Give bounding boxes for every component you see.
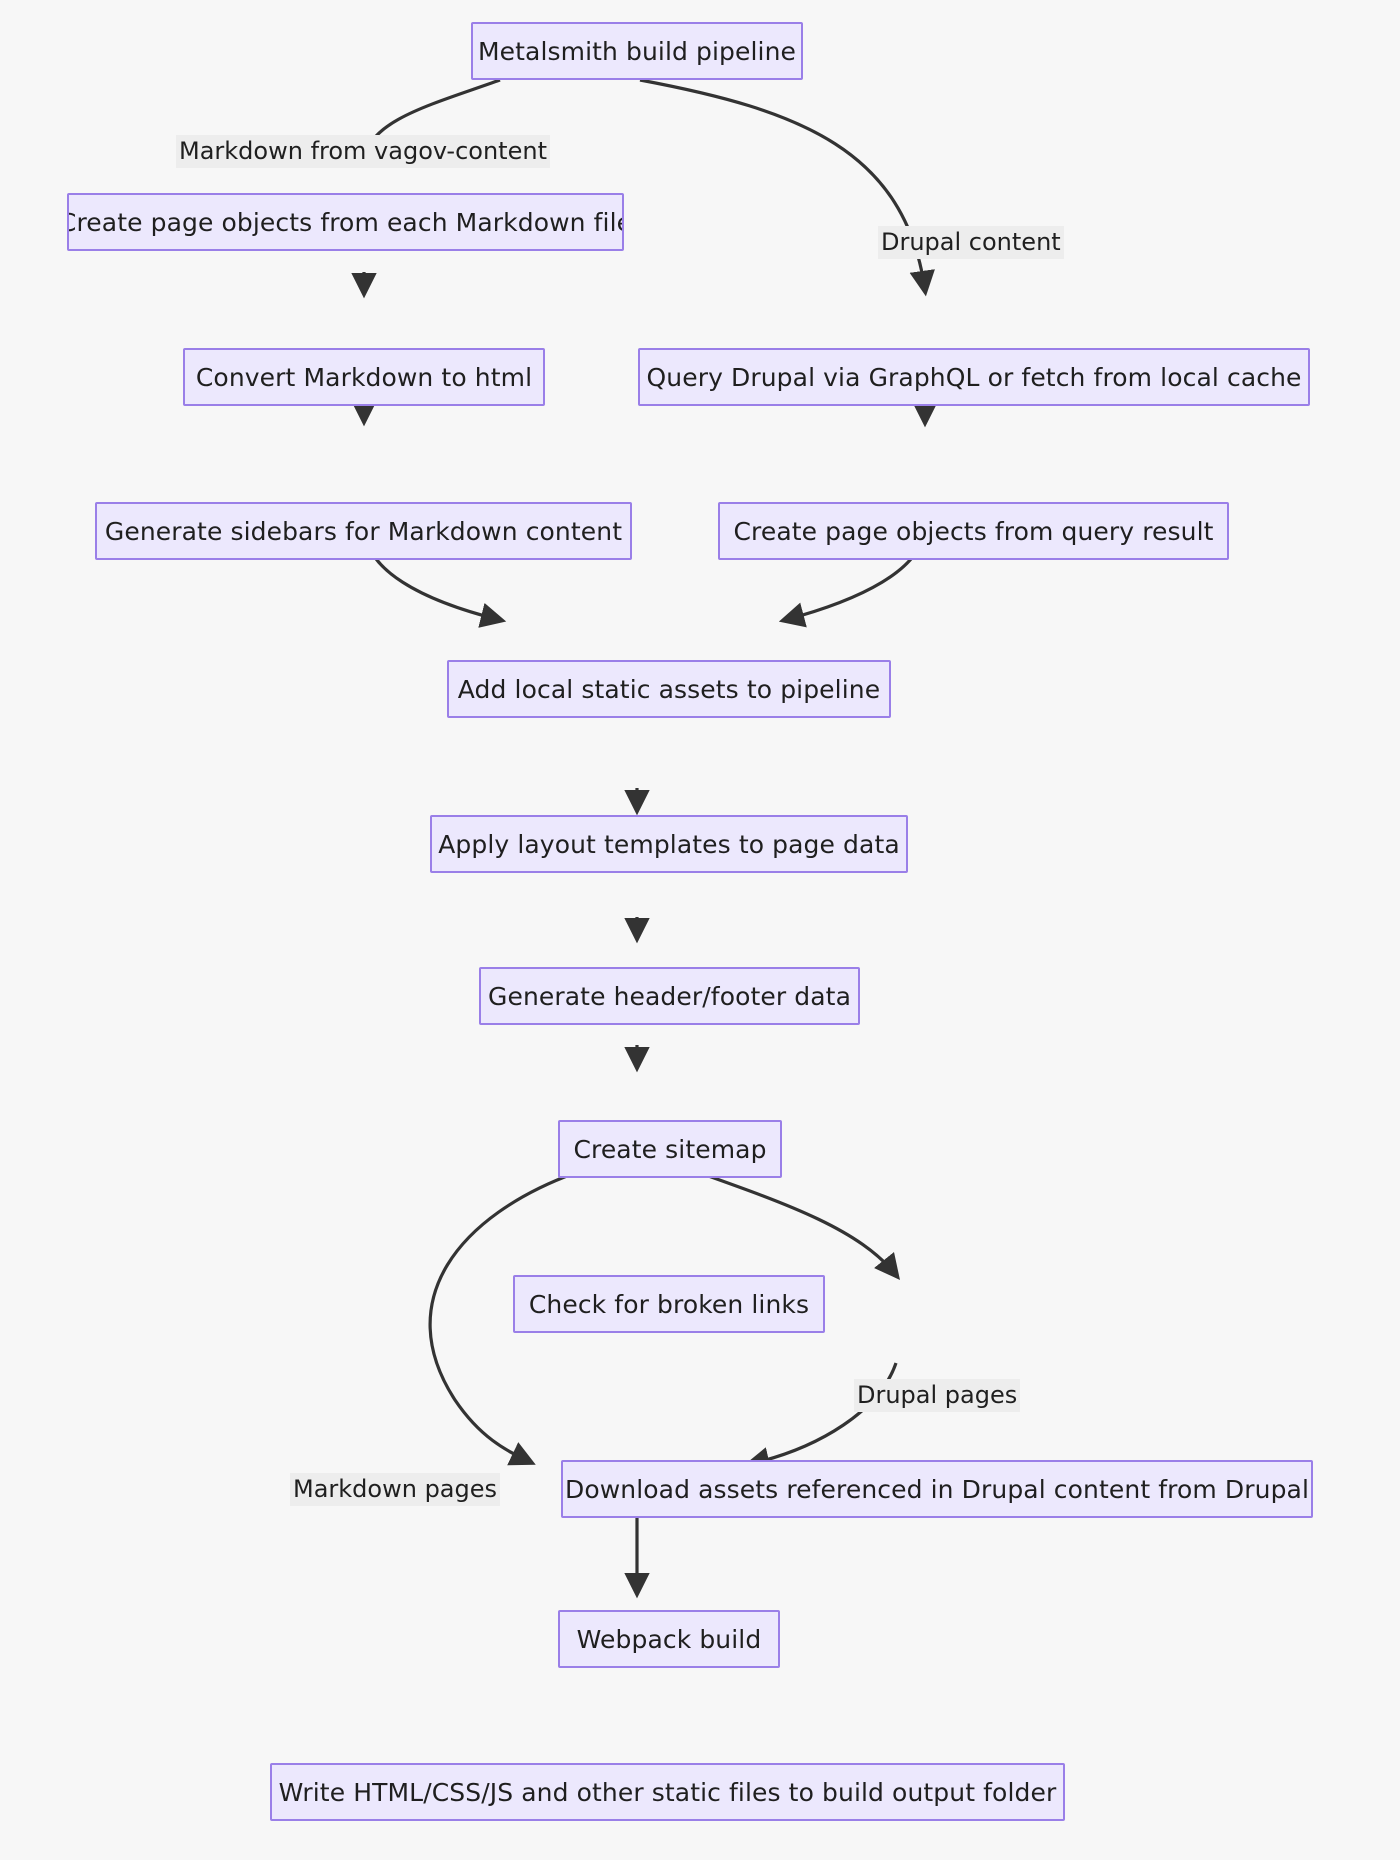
edge-label-drupal-content: Drupal content xyxy=(878,226,1064,259)
node-metalsmith-build-pipeline[interactable]: Metalsmith build pipeline xyxy=(471,22,803,80)
node-generate-sidebars[interactable]: Generate sidebars for Markdown content xyxy=(95,502,632,560)
node-create-sitemap[interactable]: Create sitemap xyxy=(558,1120,782,1178)
node-label: Create page objects from query result xyxy=(733,516,1214,546)
node-create-page-objects-markdown[interactable]: Create page objects from each Markdown f… xyxy=(67,193,624,251)
node-label: Apply layout templates to page data xyxy=(438,829,900,859)
node-label: Convert Markdown to html xyxy=(195,362,533,392)
node-label: Query Drupal via GraphQL or fetch from l… xyxy=(646,362,1302,392)
edge-label-drupal-pages: Drupal pages xyxy=(854,1379,1021,1412)
edge-n11-n12 xyxy=(699,1171,901,1280)
edge-label-markdown-pages: Markdown pages xyxy=(290,1473,501,1506)
node-convert-markdown-to-html[interactable]: Convert Markdown to html xyxy=(183,348,545,406)
node-query-drupal-graphql[interactable]: Query Drupal via GraphQL or fetch from l… xyxy=(638,348,1310,406)
node-label: Generate sidebars for Markdown content xyxy=(104,516,623,546)
node-label: Check for broken links xyxy=(528,1289,810,1319)
edge-label-text: Markdown from vagov-content xyxy=(179,137,547,165)
node-label: Add local static assets to pipeline xyxy=(457,674,881,704)
node-write-static-files[interactable]: Write HTML/CSS/JS and other static files… xyxy=(270,1763,1065,1821)
node-label: Metalsmith build pipeline xyxy=(477,36,797,66)
node-webpack-build[interactable]: Webpack build xyxy=(558,1610,780,1668)
node-generate-header-footer-data[interactable]: Generate header/footer data xyxy=(479,967,860,1025)
node-add-local-static-assets[interactable]: Add local static assets to pipeline xyxy=(447,660,891,718)
node-download-drupal-assets[interactable]: Download assets referenced in Drupal con… xyxy=(561,1460,1313,1518)
node-create-page-objects-query[interactable]: Create page objects from query result xyxy=(718,502,1229,560)
edge-label-markdown-from-vagov-content: Markdown from vagov-content xyxy=(176,135,550,168)
node-label: Generate header/footer data xyxy=(487,981,851,1011)
node-label: Write HTML/CSS/JS and other static files… xyxy=(278,1777,1057,1807)
edge-label-text: Drupal content xyxy=(881,228,1061,256)
node-check-broken-links[interactable]: Check for broken links xyxy=(513,1275,825,1333)
node-apply-layout-templates[interactable]: Apply layout templates to page data xyxy=(430,815,908,873)
node-label: Create page objects from each Markdown f… xyxy=(67,207,624,237)
node-label: Create sitemap xyxy=(573,1134,767,1164)
node-label: Webpack build xyxy=(576,1624,762,1654)
node-label: Download assets referenced in Drupal con… xyxy=(564,1474,1309,1504)
edge-label-text: Drupal pages xyxy=(857,1381,1018,1409)
edge-label-text: Markdown pages xyxy=(293,1475,498,1503)
